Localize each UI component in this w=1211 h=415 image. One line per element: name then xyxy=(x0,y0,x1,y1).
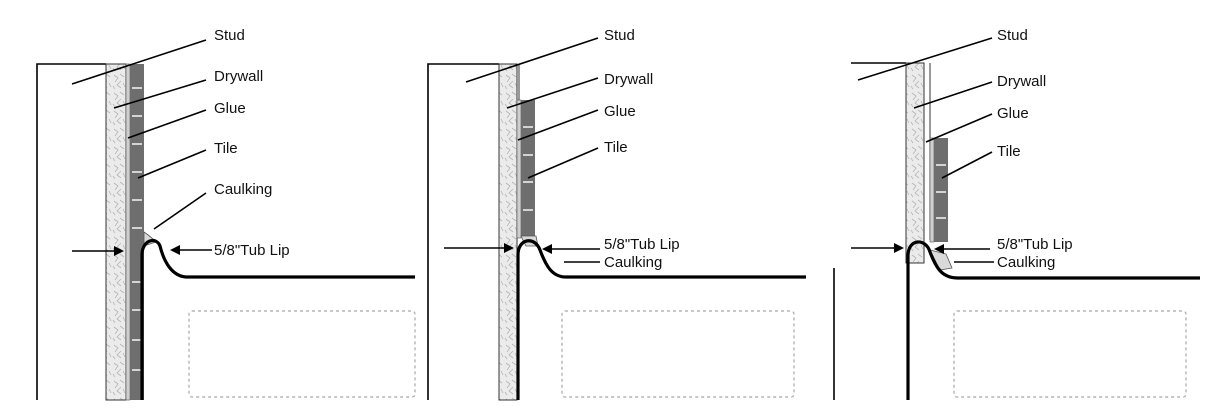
arrowhead-right xyxy=(934,244,944,254)
arrowhead-left xyxy=(894,243,904,253)
leader-lines xyxy=(465,37,600,263)
tile-joints xyxy=(936,164,946,219)
label-drywall: Drywall xyxy=(214,68,263,85)
tub-outline xyxy=(188,310,416,398)
tile xyxy=(521,100,535,236)
tub-outline xyxy=(561,310,795,398)
label-tub-lip: 5/8"Tub Lip xyxy=(997,236,1073,253)
panel-3: Stud Drywall Glue Tile 5/8"Tub Lip Caulk… xyxy=(833,27,1200,400)
glue xyxy=(125,63,131,401)
label-stud: Stud xyxy=(604,27,635,44)
tub-outline xyxy=(953,310,1187,398)
glue xyxy=(516,99,522,239)
label-glue: Glue xyxy=(214,100,246,117)
label-caulking: Caulking xyxy=(604,254,662,271)
label-caulking: Caulking xyxy=(997,254,1055,271)
drywall xyxy=(105,63,127,401)
label-glue: Glue xyxy=(997,105,1029,122)
label-stud: Stud xyxy=(214,27,245,44)
label-drywall: Drywall xyxy=(604,71,653,88)
glue xyxy=(929,137,935,243)
label-tile: Tile xyxy=(997,143,1021,160)
panel-2: Stud Drywall Glue Tile 5/8"Tub Lip Caulk… xyxy=(427,27,806,401)
panel-1: Stud Drywall Glue Tile Caulking 5/8"Tub … xyxy=(36,27,416,401)
stud xyxy=(427,63,499,400)
stud xyxy=(36,63,106,400)
tile-joints xyxy=(523,126,533,211)
label-glue: Glue xyxy=(604,103,636,120)
tile xyxy=(934,138,948,242)
arrowhead-right xyxy=(170,245,180,255)
leader-lines xyxy=(71,39,207,230)
label-stud: Stud xyxy=(997,27,1028,44)
tile-joints xyxy=(132,87,142,371)
drywall xyxy=(905,62,925,264)
label-tub-lip: 5/8"Tub Lip xyxy=(604,236,680,253)
label-tile: Tile xyxy=(214,140,238,157)
arrowhead-right xyxy=(542,244,552,254)
label-tub-lip: 5/8"Tub Lip xyxy=(214,242,290,259)
tub-lip xyxy=(140,238,415,400)
tub-lip xyxy=(516,239,806,400)
leader-lines xyxy=(857,37,994,263)
label-drywall: Drywall xyxy=(997,73,1046,90)
arrowhead-left xyxy=(504,243,514,253)
tub-lip xyxy=(906,240,1200,400)
drywall xyxy=(498,63,518,401)
label-tile: Tile xyxy=(604,139,628,156)
arrowhead-left xyxy=(114,246,124,256)
label-caulking: Caulking xyxy=(214,181,272,198)
